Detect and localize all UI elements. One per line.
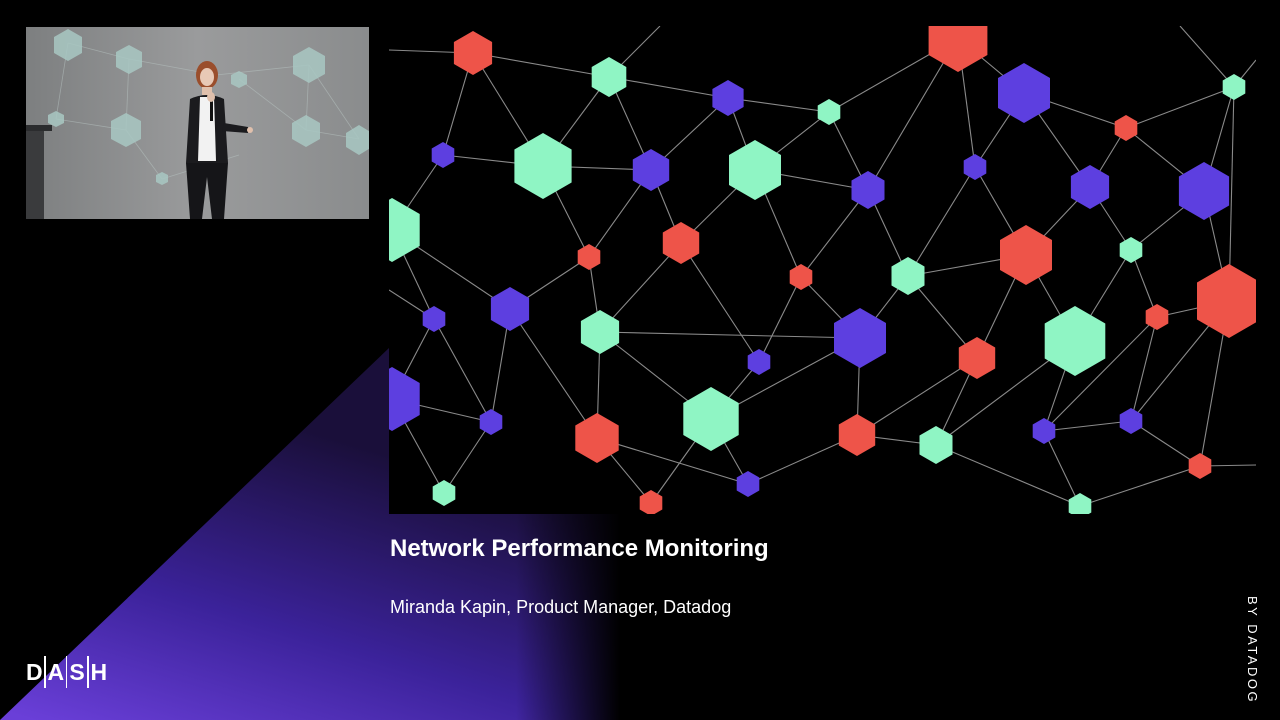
network-edge	[1043, 430, 1081, 507]
hexagon-node	[736, 471, 760, 497]
hexagon-node	[389, 198, 420, 262]
network-edge	[1079, 465, 1201, 507]
hexagon-node	[591, 57, 627, 97]
talk-title: Network Performance Monitoring	[390, 535, 769, 562]
hexagon-node	[838, 414, 876, 456]
speaker-figure	[186, 61, 253, 219]
hexagon-node	[729, 140, 781, 200]
hexagon-node	[632, 149, 670, 191]
hexagon-node	[580, 310, 620, 354]
hexagon-node	[1114, 115, 1138, 141]
network-edge	[800, 189, 869, 278]
speaker-video-frame	[26, 27, 369, 219]
hexagon-node	[963, 154, 987, 180]
network-edge	[596, 437, 749, 485]
logo-letter-h: H	[90, 658, 108, 685]
hexagon-node	[431, 142, 455, 168]
network-edge	[758, 276, 802, 363]
speaker-name-role: Miranda Kapin, Product Manager, Datadog	[390, 597, 732, 617]
network-edge	[935, 444, 1081, 507]
network-edge	[856, 357, 978, 436]
hexagon-node	[422, 306, 446, 332]
logo-divider	[65, 656, 67, 688]
logo-divider	[44, 656, 46, 688]
hexagon-node	[1188, 453, 1212, 479]
hexagon-node	[1032, 418, 1056, 444]
hexagon-node	[891, 257, 925, 295]
network-svg	[389, 26, 1256, 514]
hexagon-node	[432, 480, 456, 506]
logo-letter-a: A	[47, 658, 65, 685]
network-edge	[727, 97, 830, 113]
hexagon-node	[1070, 165, 1110, 209]
network-edge	[443, 421, 492, 494]
network-edge	[472, 52, 610, 78]
hexagon-node	[817, 99, 841, 125]
network-edge	[1130, 249, 1158, 318]
network-edge	[1130, 420, 1201, 467]
hexagon-node	[490, 287, 530, 331]
hexagon-node	[683, 387, 739, 451]
hexagon-node	[1222, 74, 1246, 100]
hexagon-node	[389, 367, 420, 431]
network-edge	[509, 308, 598, 439]
hexagon-node	[928, 26, 988, 72]
hexagon-node	[851, 171, 885, 209]
speaker-video-feed	[26, 27, 369, 219]
hexagon-node	[514, 133, 572, 199]
network-edge	[1179, 26, 1235, 88]
hexagon-node	[1145, 304, 1169, 330]
hexagon-node	[1068, 493, 1092, 514]
hexagon-node	[639, 490, 663, 514]
network-edge	[907, 166, 976, 277]
hexagon-node	[479, 409, 503, 435]
hexagon-node	[998, 63, 1050, 123]
hexagon-node	[1197, 264, 1256, 338]
hexagon-node	[453, 31, 493, 75]
network-edge	[1043, 316, 1158, 432]
hexagon-node	[577, 244, 601, 270]
datadog-byline: BY DATADOG	[1245, 596, 1260, 705]
hexagon-node	[1000, 225, 1052, 285]
network-edge	[433, 318, 492, 423]
network-edge	[1125, 86, 1235, 129]
network-edge	[1130, 316, 1158, 422]
hexagon-node	[958, 337, 996, 379]
network-edge	[1043, 420, 1132, 432]
hexagon-node	[789, 264, 813, 290]
logo-divider	[87, 656, 89, 688]
network-edge	[599, 242, 682, 333]
network-edge	[867, 37, 959, 191]
logo-letter-s: S	[69, 658, 85, 685]
network-edge	[599, 331, 861, 339]
network-edge	[608, 76, 729, 99]
dash-logo: D A S H	[26, 654, 107, 690]
hexagon-node	[1044, 306, 1106, 376]
hexagon-node	[1119, 408, 1143, 434]
hexagon-node	[834, 308, 886, 368]
hexagon-node	[712, 80, 744, 116]
hexagon-node	[575, 413, 619, 463]
hexagon-network-graphic	[389, 26, 1256, 514]
hexagon-node	[919, 426, 953, 464]
hexagon-node	[1178, 162, 1230, 220]
network-edge	[680, 242, 760, 363]
hexagon-node	[662, 222, 700, 264]
hexagon-node	[1119, 237, 1143, 263]
logo-letter-d: D	[26, 658, 43, 685]
hexagon-node	[747, 349, 771, 375]
